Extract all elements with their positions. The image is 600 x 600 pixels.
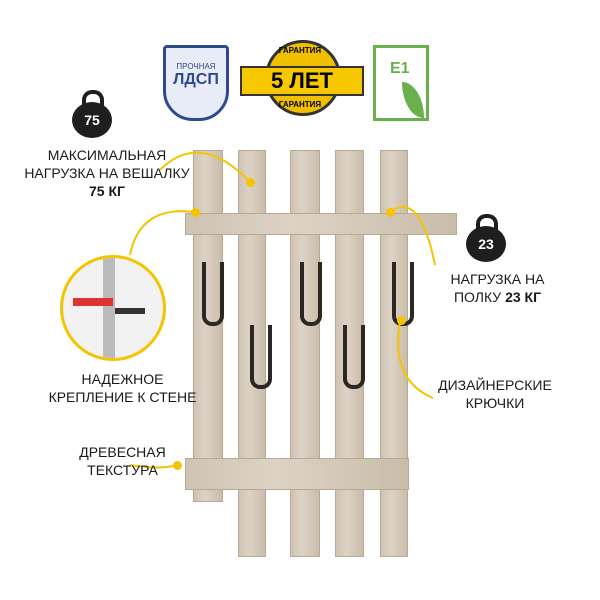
max-load-feature: МАКСИМАЛЬНАЯ НАГРУЗКА НА ВЕШАЛКУ 75 КГ — [22, 146, 192, 200]
kettlebell-icon: 23 — [466, 214, 506, 262]
hook — [202, 262, 224, 326]
max-load-weight: 75 — [84, 112, 100, 128]
warranty-top: ГАРАНТИЯ — [278, 46, 322, 55]
hook — [250, 325, 272, 389]
ldsp-badge-top: ПРОЧНАЯ — [176, 62, 216, 71]
wall-mount-illustration — [60, 255, 166, 361]
ldsp-badge-main: ЛДСП — [173, 71, 219, 88]
eco-e1-badge: E1 — [373, 45, 429, 121]
warranty-bottom: ГАРАНТИЯ — [278, 100, 322, 109]
shelf — [185, 213, 457, 235]
hook — [300, 262, 322, 326]
shelf-load-value: 23 КГ — [505, 289, 542, 305]
max-load-value: 75 КГ — [89, 183, 125, 199]
hooks-text: ДИЗАЙНЕРСКИЕ КРЮЧКИ — [438, 377, 552, 411]
kettlebell-icon: 75 — [72, 90, 112, 138]
warranty-main: 5 ЛЕТ — [240, 66, 364, 96]
hook — [343, 325, 365, 389]
shelf-load-feature: НАГРУЗКА НА ПОЛКУ 23 КГ — [440, 270, 555, 306]
wall-mount-text: НАДЕЖНОЕ КРЕПЛЕНИЕ К СТЕНЕ — [48, 371, 197, 405]
shelf-load-text: НАГРУЗКА НА ПОЛКУ — [450, 271, 545, 305]
ldsp-badge: ПРОЧНАЯ ЛДСП — [163, 45, 229, 121]
eco-label: E1 — [390, 60, 410, 77]
max-load-text: МАКСИМАЛЬНАЯ НАГРУЗКА НА ВЕШАЛКУ — [24, 147, 190, 181]
warranty-badge: ГАРАНТИЯ 5 ЛЕТ ГАРАНТИЯ — [240, 40, 364, 120]
texture-text: ДРЕВЕСНАЯ ТЕКСТУРА — [79, 444, 166, 478]
shelf-load-weight: 23 — [478, 236, 494, 252]
